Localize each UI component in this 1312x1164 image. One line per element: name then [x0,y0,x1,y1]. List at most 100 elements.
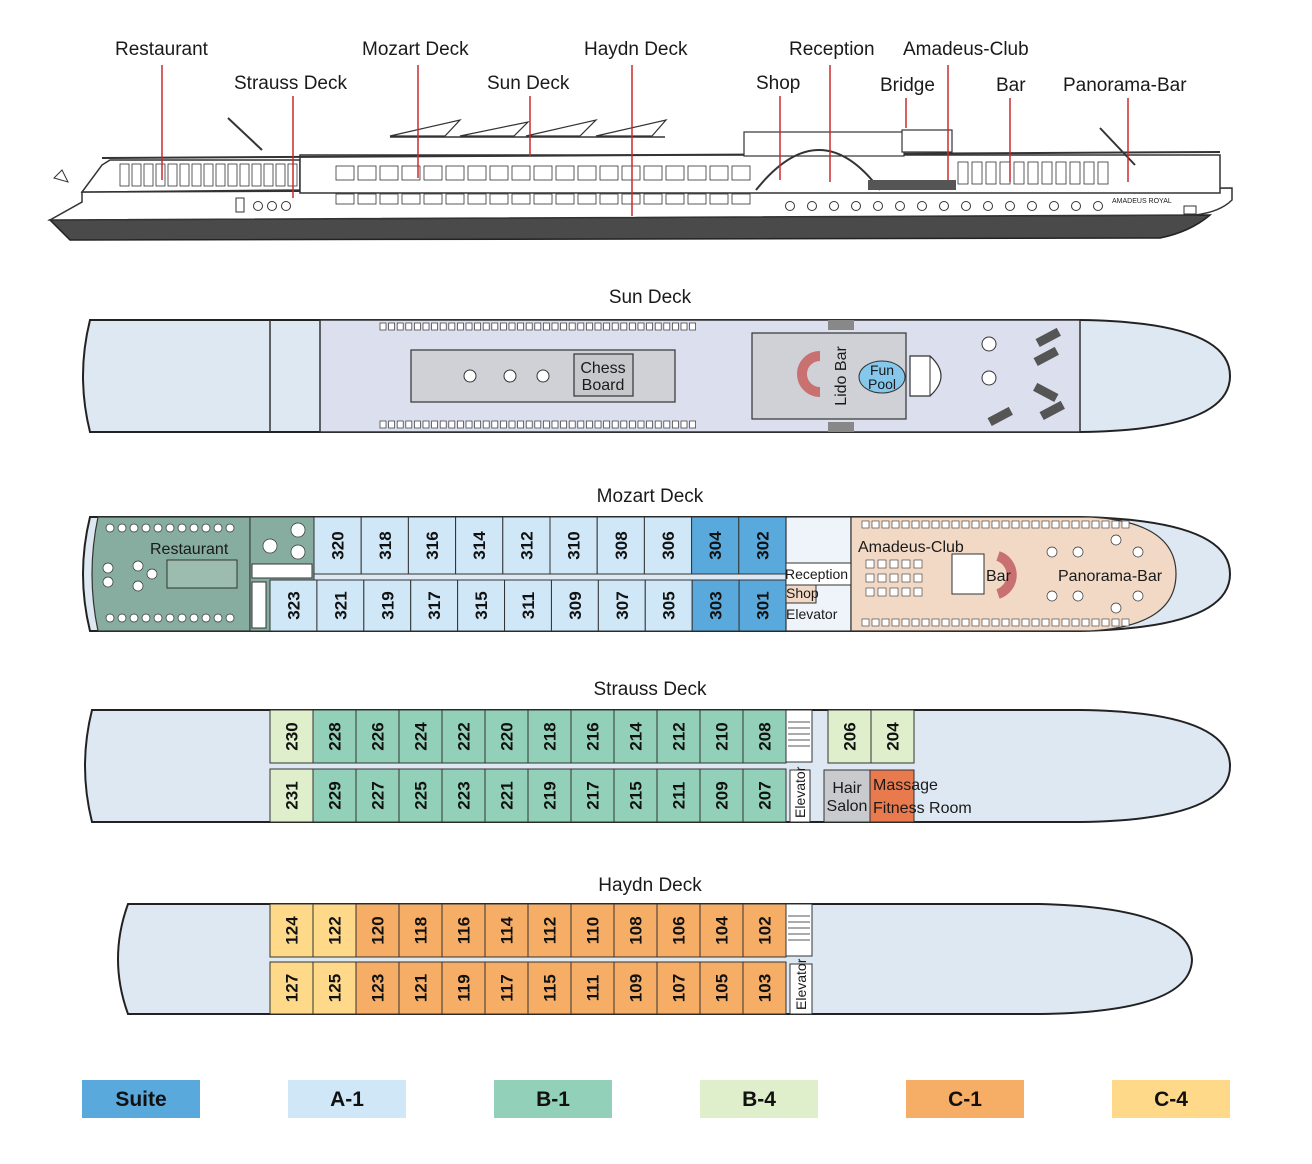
cabin-222[interactable]: 222 [441,709,486,764]
cabin-314[interactable]: 314 [455,516,504,575]
cabin-311[interactable]: 311 [504,579,552,632]
cabin-118[interactable]: 118 [398,903,443,958]
cabin-230[interactable]: 230 [269,709,314,764]
cabin-319[interactable]: 319 [363,579,412,632]
cabin-number: 109 [627,974,646,1002]
cabin-219[interactable]: 219 [527,768,572,823]
cabin-305[interactable]: 305 [644,579,693,632]
sun-lounger-icons [981,327,1065,427]
mozart-deck-title: Mozart Deck [597,486,704,507]
cabin-number: 301 [754,591,773,619]
cabin-220[interactable]: 220 [484,709,529,764]
cabin-204[interactable]: 204 [870,709,915,764]
fitness-room-label: Fitness Room [873,800,972,817]
cabin-306[interactable]: 306 [643,516,693,575]
cabin-107[interactable]: 107 [656,961,701,1015]
cabin-224[interactable]: 224 [398,709,443,764]
cabin-103[interactable]: 103 [742,961,787,1015]
cabin-221[interactable]: 221 [484,768,529,823]
callout-bridge: Bridge [880,75,935,96]
bar-counter [996,551,1017,599]
cabin-122[interactable]: 122 [312,903,357,958]
hair-salon-label-1: Hair [832,780,862,797]
cabin-number: 108 [627,916,646,944]
cabin-302[interactable]: 302 [738,516,787,575]
cabin-104[interactable]: 104 [699,903,744,958]
table-icon [463,369,550,383]
cabin-124[interactable]: 124 [269,903,314,958]
cabin-323[interactable]: 323 [269,579,318,632]
cabin-312[interactable]: 312 [502,516,551,575]
cabin-111[interactable]: 111 [570,961,615,1015]
cabin-225[interactable]: 225 [398,768,443,823]
cabin-318[interactable]: 318 [360,516,409,575]
cabin-number: 230 [283,722,302,750]
cabin-209[interactable]: 209 [699,768,744,823]
cabin-number: 311 [519,592,538,619]
cabin-number: 229 [326,781,345,809]
cabin-231[interactable]: 231 [269,768,314,823]
cabin-207[interactable]: 207 [742,768,787,823]
cabin-229[interactable]: 229 [312,768,357,823]
cabin-301[interactable]: 301 [738,579,787,632]
cabin-number: 105 [713,974,732,1002]
cabin-114[interactable]: 114 [484,903,529,958]
cabin-117[interactable]: 117 [484,961,529,1015]
profile-callouts: Restaurant Strauss Deck Mozart Deck Sun … [115,39,1187,216]
cabin-215[interactable]: 215 [613,768,658,823]
cabin-109[interactable]: 109 [613,961,658,1015]
cabin-102[interactable]: 102 [742,903,787,958]
cabin-321[interactable]: 321 [316,579,365,632]
cabin-108[interactable]: 108 [613,903,658,958]
strauss-elevator-label: Elevator [792,766,808,818]
cabin-217[interactable]: 217 [570,768,615,823]
cabin-211[interactable]: 211 [656,768,701,823]
cabin-116[interactable]: 116 [441,903,486,958]
cabin-number: 114 [498,916,517,944]
cabin-303[interactable]: 303 [691,579,740,632]
cabin-119[interactable]: 119 [441,961,486,1015]
cabin-307[interactable]: 307 [597,579,646,632]
cabin-106[interactable]: 106 [656,903,701,958]
cabin-308[interactable]: 308 [596,516,645,575]
cabin-223[interactable]: 223 [441,768,486,823]
cabin-number: 207 [756,781,775,809]
cabin-309[interactable]: 309 [550,579,599,632]
cabin-115[interactable]: 115 [527,961,572,1015]
callout-bar: Bar [996,75,1026,96]
cabin-123[interactable]: 123 [355,961,400,1015]
lido-bar-counter [797,351,821,397]
cabin-320[interactable]: 320 [313,516,362,575]
cabin-number: 220 [498,722,517,750]
cabin-125[interactable]: 125 [312,961,357,1015]
cabin-316[interactable]: 316 [407,516,457,575]
cabin-206[interactable]: 206 [827,709,872,764]
cabin-226[interactable]: 226 [355,709,400,764]
cabin-number: 224 [412,722,431,751]
cabin-105[interactable]: 105 [699,961,744,1015]
callout-shop: Shop [756,73,800,94]
cabin-218[interactable]: 218 [527,709,572,764]
cabin-110[interactable]: 110 [570,903,615,958]
cabin-121[interactable]: 121 [398,961,443,1015]
cabin-number: 323 [284,591,303,619]
cabin-120[interactable]: 120 [355,903,400,958]
cabin-216[interactable]: 216 [570,709,615,764]
cabin-number: 124 [283,916,302,945]
cabin-number: 121 [412,974,431,1002]
cabin-208[interactable]: 208 [742,709,787,764]
cabin-number: 219 [541,781,560,809]
cabin-310[interactable]: 310 [549,516,598,575]
cabin-227[interactable]: 227 [355,768,400,823]
cabin-112[interactable]: 112 [527,903,572,958]
cabin-number: 210 [713,722,732,750]
cabin-127[interactable]: 127 [269,961,314,1015]
cabin-214[interactable]: 214 [613,709,658,764]
cabin-315[interactable]: 315 [457,579,506,632]
cabin-228[interactable]: 228 [312,709,357,764]
cabin-210[interactable]: 210 [699,709,744,764]
cabin-212[interactable]: 212 [656,709,701,764]
cabin-304[interactable]: 304 [691,516,740,575]
cabin-317[interactable]: 317 [410,579,459,632]
